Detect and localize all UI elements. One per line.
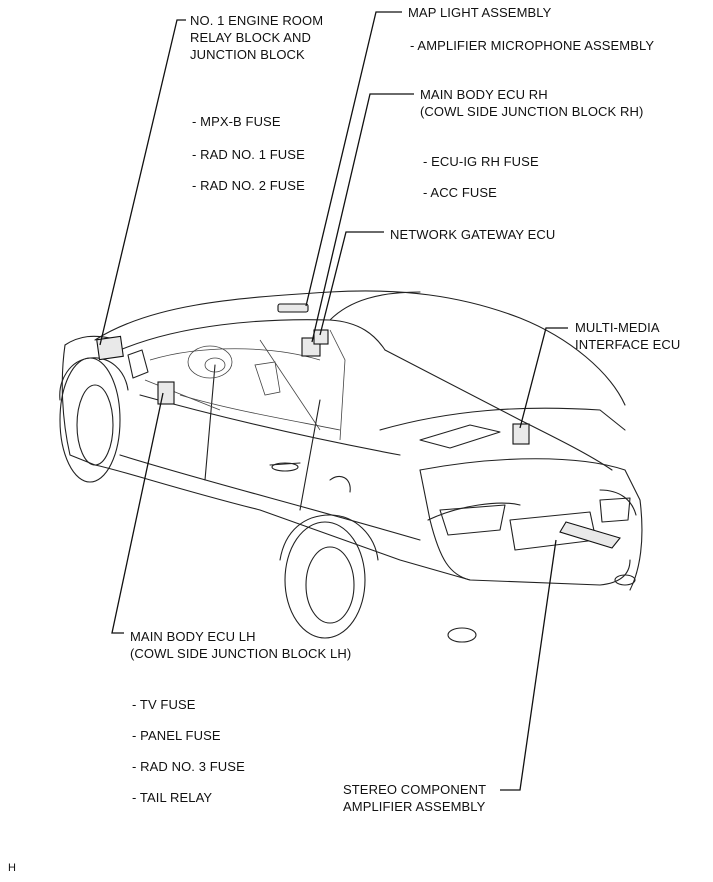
label-rad1: - RAD NO. 1 FUSE: [192, 147, 305, 162]
label-main-body-rh: MAIN BODY ECU RH (COWL SIDE JUNCTION BLO…: [420, 87, 644, 119]
main-body-ecu-lh-part: [157, 381, 175, 405]
corner-mark: H: [8, 862, 17, 874]
leader-map-light: [305, 11, 402, 307]
multimedia-ecu-part: [512, 423, 530, 445]
stereo-amplifier-part: [559, 521, 621, 549]
label-map-light: MAP LIGHT ASSEMBLY: [408, 5, 552, 20]
leader-main-body-rh: [311, 93, 414, 343]
label-engine-room-relay: NO. 1 ENGINE ROOM RELAY BLOCK AND JUNCTI…: [190, 13, 324, 62]
label-tv-fuse: - TV FUSE: [132, 697, 196, 712]
label-tail-relay: - TAIL RELAY: [132, 790, 213, 805]
leader-gateway: [319, 231, 384, 336]
leader-engine-room: [99, 19, 186, 346]
leader-main-body-lh: [111, 392, 164, 634]
label-stereo-amplifier: STEREO COMPONENT AMPLIFIER ASSEMBLY: [343, 782, 487, 814]
leader-stereo: [500, 539, 557, 791]
map-light-part: [277, 303, 309, 313]
label-rad2: - RAD NO. 2 FUSE: [192, 178, 305, 193]
engine-room-relay-block: [96, 335, 124, 361]
leader-multimedia: [519, 327, 568, 429]
label-acc-fuse: - ACC FUSE: [423, 185, 497, 200]
label-main-body-lh: MAIN BODY ECU LH (COWL SIDE JUNCTION BLO…: [130, 629, 352, 661]
car-illustration: [59, 290, 643, 643]
label-panel-fuse: - PANEL FUSE: [132, 728, 221, 743]
label-multimedia-ecu: MULTI-MEDIA INTERFACE ECU: [575, 320, 681, 352]
label-rad3: - RAD NO. 3 FUSE: [132, 759, 245, 774]
label-mpx-b: - MPX-B FUSE: [192, 114, 281, 129]
label-network-gateway: NETWORK GATEWAY ECU: [390, 227, 556, 242]
label-ecu-ig-rh: - ECU-IG RH FUSE: [423, 154, 539, 169]
label-amp-mic: - AMPLIFIER MICROPHONE ASSEMBLY: [410, 38, 655, 53]
